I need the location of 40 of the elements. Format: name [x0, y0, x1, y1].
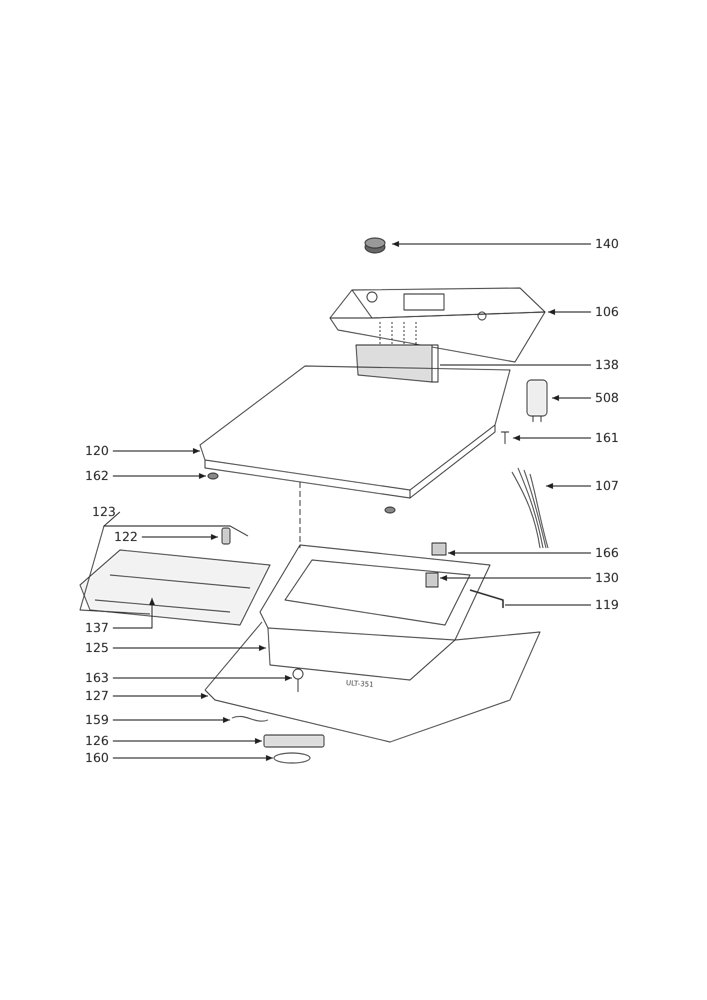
callout-number: 120 — [85, 444, 109, 458]
callout-number: 137 — [85, 621, 109, 635]
callout-number: 508 — [595, 391, 619, 405]
leader-line — [440, 575, 592, 581]
callout-number: 125 — [85, 641, 109, 655]
callout-number: 107 — [595, 479, 619, 493]
leader-line — [102, 512, 248, 536]
callout-number: 106 — [595, 305, 619, 319]
leader-line — [112, 675, 292, 681]
leader-line — [112, 717, 230, 723]
leader-line — [440, 364, 592, 366]
callout-number: 161 — [595, 431, 619, 445]
callout-number: 127 — [85, 689, 109, 703]
callout-number: 122 — [114, 530, 138, 544]
callout-number: 119 — [595, 598, 619, 612]
callout-number: 138 — [595, 358, 619, 372]
callout-number: 140 — [595, 237, 619, 251]
leader-line — [112, 738, 262, 744]
leader-line — [392, 241, 592, 247]
leader-line — [546, 483, 592, 489]
leader-line — [112, 473, 206, 479]
callout-number: 163 — [85, 671, 109, 685]
callout-number: 162 — [85, 469, 109, 483]
leader-line — [448, 550, 592, 556]
leader-line — [112, 598, 155, 628]
leader-line — [112, 448, 200, 454]
leader-line — [548, 309, 592, 315]
callout-number: 166 — [595, 546, 619, 560]
leader-line — [141, 534, 218, 540]
leader-line — [552, 395, 592, 401]
callout-number: 159 — [85, 713, 109, 727]
callout-number: 123 — [92, 505, 116, 519]
callout-number: 160 — [85, 751, 109, 765]
leader-line — [112, 693, 208, 699]
callout-number: 126 — [85, 734, 109, 748]
leader-line — [512, 435, 592, 441]
leader-line — [112, 645, 266, 651]
leader-line — [504, 604, 592, 606]
callout-number: 130 — [595, 571, 619, 585]
leader-line — [112, 755, 274, 761]
